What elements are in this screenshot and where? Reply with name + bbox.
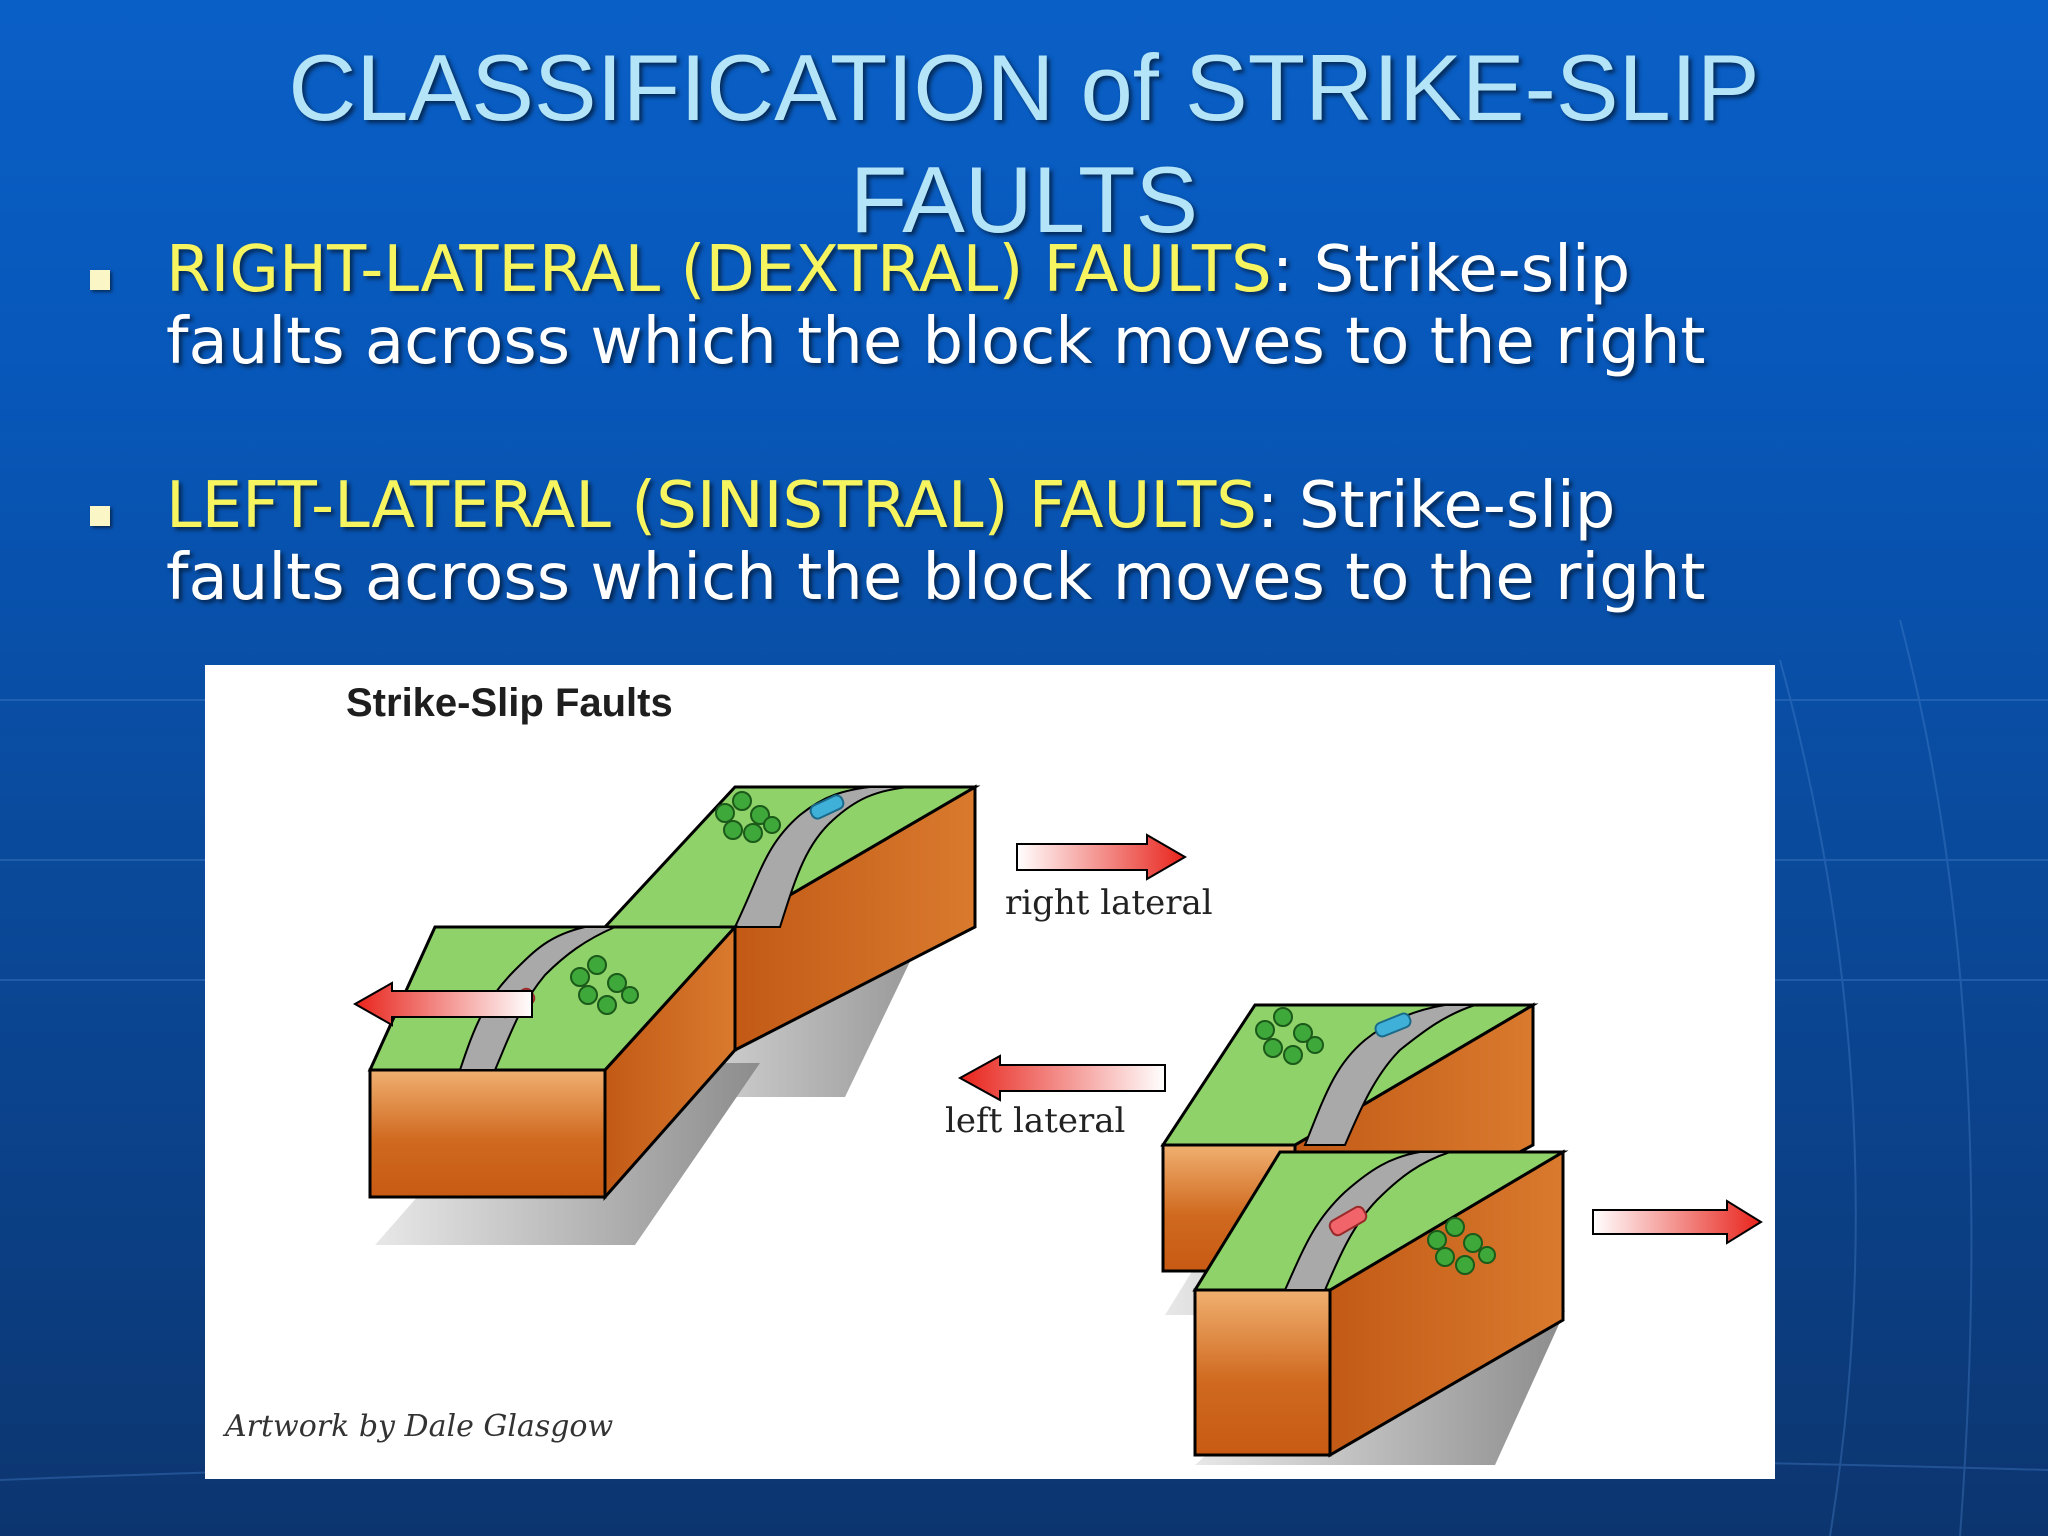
left-lateral-label: left lateral <box>945 1101 1126 1141</box>
figure-title: Strike-Slip Faults <box>346 681 673 725</box>
tree-cluster-upper <box>1255 1007 1324 1065</box>
left-lateral-arrow <box>957 1054 1166 1102</box>
left-lateral-right-arrow <box>1592 1199 1763 1245</box>
strike-slip-figure: Strike-Slip Faults right lateral left la… <box>205 665 1775 1479</box>
bullet-line1-rest: Strike-slip <box>1278 469 1616 543</box>
artwork-credit: Artwork by Dale Glasgow <box>225 1409 614 1444</box>
right-lateral-label: right lateral <box>1005 883 1213 923</box>
bullet-term: LEFT-LATERAL (SINISTRAL) FAULTS <box>166 469 1257 543</box>
bullet-term: RIGHT-LATERAL (DEXTRAL) FAULTS <box>166 233 1272 307</box>
tree-cluster-back <box>715 791 781 843</box>
bullet-line-1: RIGHT-LATERAL (DEXTRAL) FAULTS: Strike-s… <box>166 234 1705 306</box>
fault-diagram <box>352 784 1763 1465</box>
bullet-line1-rest: Strike-slip <box>1293 233 1631 307</box>
bullet-marker <box>90 270 110 290</box>
bullet-separator: : <box>1256 469 1279 543</box>
bullet-text: LEFT-LATERAL (SINISTRAL) FAULTS: Strike-… <box>166 470 1705 614</box>
slide-title: CLASSIFICATION of STRIKE-SLIP FAULTS <box>288 35 1760 252</box>
tree-cluster-lower <box>1427 1217 1496 1275</box>
right-lateral-blocks <box>367 784 981 1245</box>
bullet-marker <box>90 506 110 526</box>
bullet-line-2: faults across which the block moves to t… <box>166 541 1706 615</box>
bullet-line-1: LEFT-LATERAL (SINISTRAL) FAULTS: Strike-… <box>166 470 1705 542</box>
lower-block <box>1192 1149 1569 1458</box>
front-block <box>367 923 739 1201</box>
tree-cluster-front <box>570 955 639 1015</box>
right-lateral-arrow <box>1016 833 1187 881</box>
bullet-text: RIGHT-LATERAL (DEXTRAL) FAULTS: Strike-s… <box>166 234 1705 378</box>
left-lateral-blocks <box>1160 1002 1569 1465</box>
bullet-line-2: faults across which the block moves to t… <box>166 305 1706 379</box>
right-lateral-left-arrow <box>352 981 533 1027</box>
bullet-separator: : <box>1271 233 1294 307</box>
